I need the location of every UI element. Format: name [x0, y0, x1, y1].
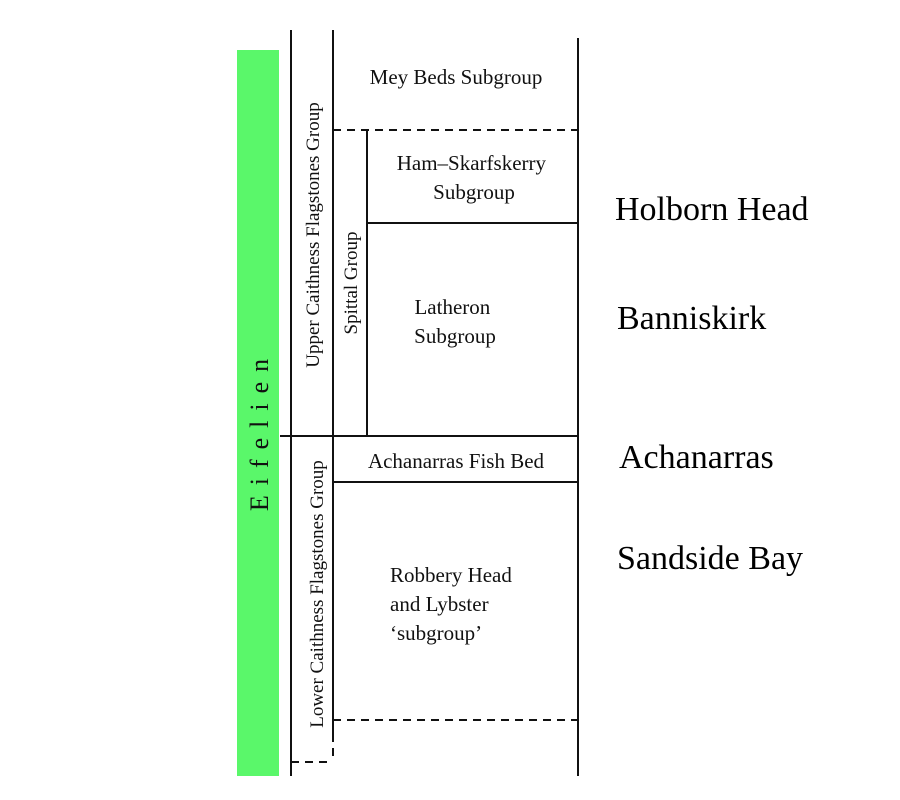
robbery-head-label: Robbery Head and Lybster ‘subgroup’ — [390, 563, 517, 645]
latheron-line-1: Latheron — [414, 295, 490, 319]
stage-bar — [237, 50, 279, 776]
site-sandside-bay: Sandside Bay — [617, 540, 803, 577]
mey-beds-label: Mey Beds Subgroup — [370, 65, 543, 89]
achanarras-fish-bed-label: Achanarras Fish Bed — [368, 449, 545, 473]
column-frame — [280, 30, 579, 776]
spittal-group-label: Spittal Group — [341, 232, 362, 335]
site-banniskirk: Banniskirk — [617, 300, 766, 337]
latheron-label: Latheron Subgroup — [414, 295, 496, 348]
ham-skarfskerry-label: Ham–Skarfskerry Subgroup — [397, 151, 552, 204]
latheron-line-2: Subgroup — [414, 324, 496, 348]
site-achanarras: Achanarras — [619, 439, 774, 476]
ham-skarfskerry-line-2: Subgroup — [433, 180, 515, 204]
robbery-head-line-2: and Lybster — [390, 592, 489, 616]
robbery-head-line-3: ‘subgroup’ — [390, 621, 482, 645]
dashed-boundaries — [291, 129, 578, 763]
upper-caithness-group-label: Upper Caithness Flagstones Group — [303, 102, 324, 367]
lower-caithness-group-label: Lower Caithness Flagstones Group — [307, 460, 328, 728]
ham-skarfskerry-line-1: Ham–Skarfskerry — [397, 151, 547, 175]
stage-label: Eifelien — [245, 349, 274, 511]
site-holborn-head: Holborn Head — [615, 191, 809, 228]
robbery-head-line-1: Robbery Head — [390, 563, 512, 587]
